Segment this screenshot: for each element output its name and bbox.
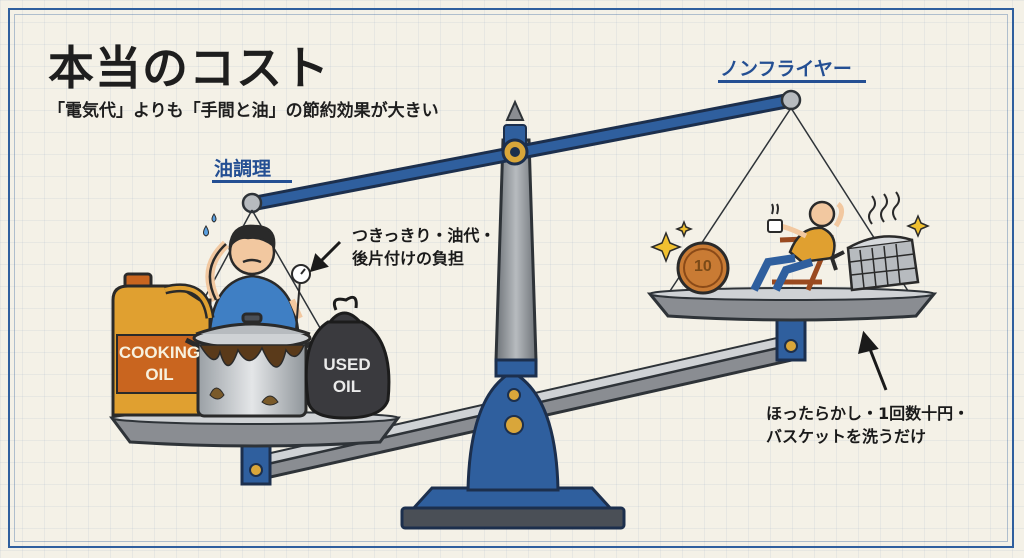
right-pan: [646, 287, 938, 362]
right-pan-note-line1: ほったらかし・1回数十円・: [766, 404, 970, 423]
sparkle-icon: [649, 219, 694, 264]
used-oil-bag-label-line1: USED: [323, 355, 371, 374]
scale-base: [400, 486, 626, 530]
person-stressed-icon: [205, 224, 303, 332]
coin-icon: [676, 241, 730, 295]
outer-frame: [8, 8, 1014, 548]
left-pan-label-underline: [212, 180, 292, 183]
page-title: 本当のコスト: [48, 41, 330, 95]
left-pan-note-line2: 後片付けの負担: [352, 249, 465, 268]
dirty-pot-icon: [184, 312, 320, 418]
air-fryer-basket-icon: [829, 235, 920, 292]
right-pan-label: ノンフライヤー: [720, 58, 852, 80]
inner-frame: [14, 14, 1008, 542]
oil-jug-label-line2: OIL: [145, 365, 174, 384]
scale-pillar: [466, 99, 560, 492]
left-pan-note: つきっきり・油代・ 後片付けの負担: [352, 224, 495, 270]
left-pan-label: 油調理: [214, 158, 272, 180]
left-note-arrow-icon: [309, 240, 342, 273]
sweat-drops: [203, 213, 217, 237]
coin-label: 10: [694, 258, 712, 275]
used-oil-bag-label-line2: OIL: [332, 377, 362, 396]
sparkle-icon-small: [906, 214, 930, 238]
oil-jug-label-line1: COOKING: [118, 343, 201, 362]
used-oil-bag-label: USED OIL: [312, 354, 382, 398]
tea-cup-icon: [767, 203, 783, 233]
used-oil-bag-icon: [304, 295, 391, 420]
steam-icon: [868, 191, 900, 225]
scale-beam: [241, 89, 802, 214]
oil-jug-icon: [111, 272, 215, 417]
left-pan-note-line1: つきっきり・油代・: [352, 226, 496, 245]
right-pan-note: ほったらかし・1回数十円・ バスケットを洗うだけ: [766, 402, 969, 448]
right-pan-label-underline: [718, 80, 866, 83]
thermometer-icon: [291, 264, 311, 331]
right-pan-note-line2: バスケットを洗うだけ: [766, 427, 927, 446]
right-note-arrow-icon: [858, 330, 888, 391]
page-subtitle: 「電気代」よりも「手間と油」の節約効果が大きい: [48, 101, 439, 121]
person-relaxing-icon: [750, 200, 844, 292]
oil-jug-label: COOKING OIL: [117, 342, 202, 386]
